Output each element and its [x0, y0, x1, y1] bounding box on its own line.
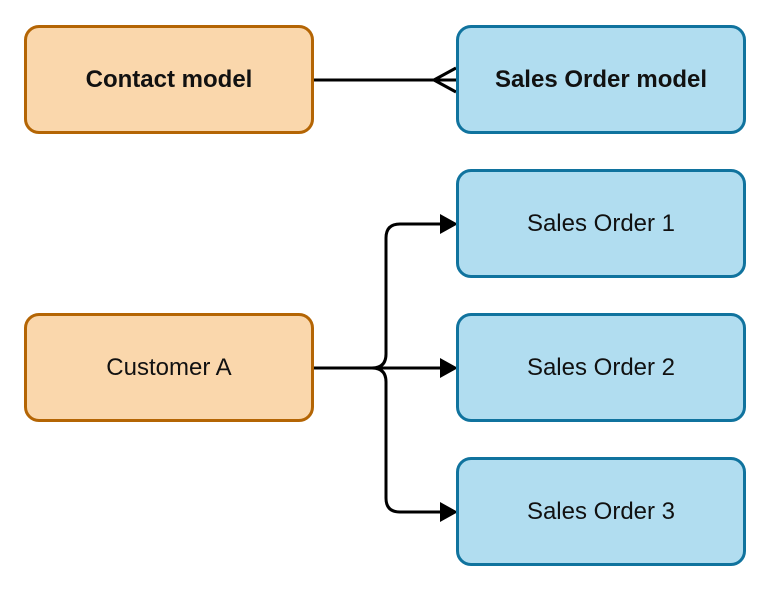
customer-a-node[interactable]: Customer A [24, 313, 314, 422]
sales-order-2-node[interactable]: Sales Order 2 [456, 313, 746, 422]
sales-order-1-label: Sales Order 1 [526, 209, 676, 237]
sales-order-1-node[interactable]: Sales Order 1 [456, 169, 746, 278]
customer-to-sales-order-1-arrow [314, 214, 458, 370]
sales-order-model-node[interactable]: Sales Order model [456, 25, 746, 134]
customer-a-label: Customer A [106, 353, 232, 381]
contact-model-label: Contact model [85, 65, 253, 93]
sales-order-3-node[interactable]: Sales Order 3 [456, 457, 746, 566]
contact-to-sales-order-relation [314, 66, 457, 94]
customer-to-sales-order-3-arrow [314, 366, 458, 522]
sales-order-model-label: Sales Order model [494, 65, 708, 93]
sales-order-2-label: Sales Order 2 [526, 353, 676, 381]
sales-order-3-label: Sales Order 3 [526, 497, 676, 525]
contact-model-node[interactable]: Contact model [24, 25, 314, 134]
